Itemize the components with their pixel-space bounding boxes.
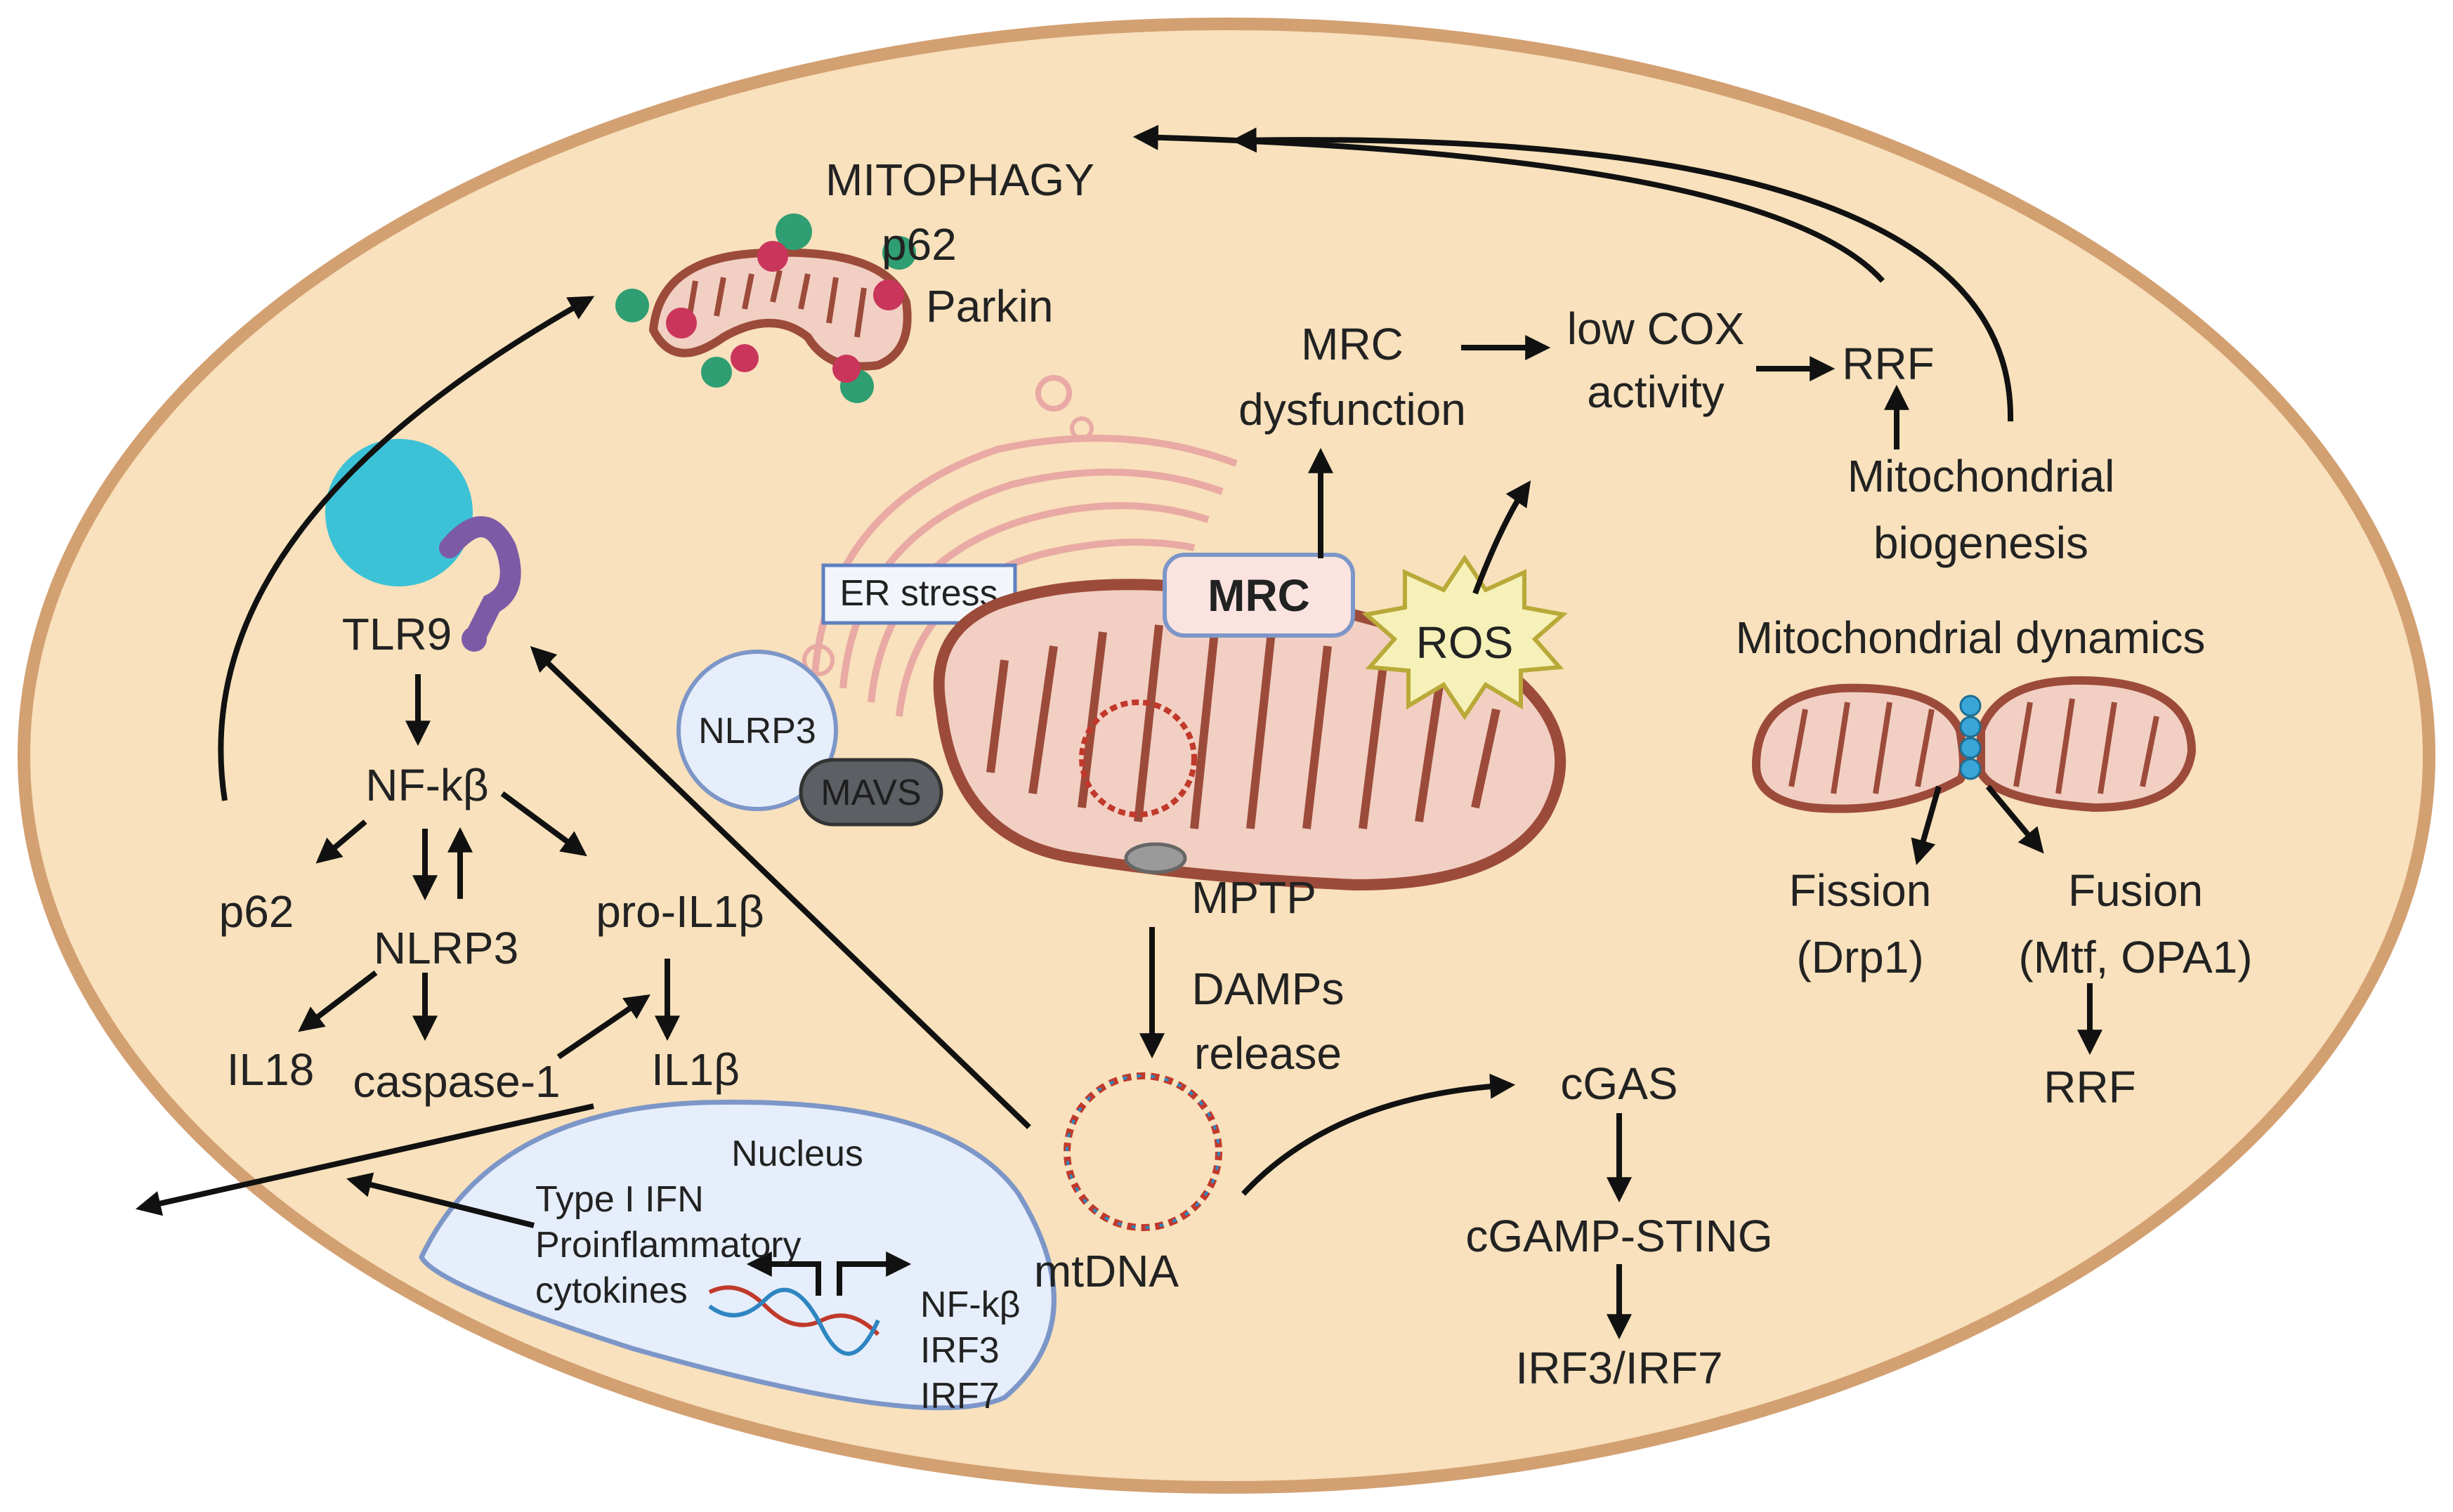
- nucleus-label: Nucleus: [731, 1133, 863, 1174]
- damps-label-2: release: [1194, 1028, 1342, 1079]
- tlr9-label: TLR9: [342, 609, 452, 659]
- proinflammatory-label-1: Proinflammatory: [535, 1225, 802, 1266]
- tlr9-receptor-tip: [462, 626, 487, 652]
- low-cox-label-2: activity: [1587, 367, 1725, 417]
- pro-il1b-label: pro-IL1β: [596, 886, 764, 937]
- arrows: [135, 124, 2102, 1340]
- rrf-bottom-label: RRF: [2043, 1062, 2136, 1112]
- low-cox-label-1: low COX: [1567, 303, 1745, 354]
- mito-biogenesis-label-1: Mitochondrial: [1847, 451, 2115, 501]
- mtdna-loop-in-mito: [1079, 699, 1197, 817]
- p62-top-label: p62: [882, 219, 957, 270]
- ros-starburst: [1361, 554, 1568, 721]
- dividing-mitochondria: [1751, 676, 2197, 813]
- mitophagy-mitochondrion: [615, 213, 916, 403]
- fusion-label-2: (Mtf, OPA1): [2018, 932, 2252, 982]
- cgamp-sting-label: cGAMP-STING: [1465, 1211, 1772, 1261]
- damps-label-1: DAMPs: [1192, 964, 1345, 1014]
- mavs-label: MAVS: [820, 773, 922, 813]
- er-stress-label: ER stress: [839, 573, 997, 614]
- nucleus-nfkb-label: NF-kβ: [920, 1284, 1021, 1325]
- mitophagy-label: MITOPHAGY: [825, 155, 1094, 205]
- mito-biogenesis-label-2: biogenesis: [1873, 518, 2088, 568]
- nucleus-irf7-label: IRF7: [920, 1376, 1000, 1416]
- nlrp3-inflammasome: [676, 650, 838, 811]
- il18-label: IL18: [227, 1044, 315, 1095]
- mito-dynamics-label: Mitochondrial dynamics: [1736, 612, 2206, 663]
- mrc-label: MRC: [1208, 570, 1310, 621]
- nucleus: [419, 1099, 1057, 1411]
- mptp-label: MPTP: [1191, 872, 1316, 923]
- nlrp3-circle-label: NLRP3: [698, 711, 816, 751]
- fusion-label-1: Fusion: [2068, 865, 2203, 916]
- type1-ifn-label: Type I IFN: [535, 1179, 704, 1220]
- mrc-dysfunction-label-2: dysfunction: [1238, 384, 1466, 435]
- fission-label-2: (Drp1): [1796, 932, 1923, 982]
- proinflammatory-label-2: cytokines: [535, 1270, 688, 1311]
- nfkb-label: NF-kβ: [365, 760, 488, 810]
- nuclear-dna: [708, 1285, 880, 1336]
- mavs-box: [799, 758, 943, 827]
- mrc-box: [1163, 553, 1355, 638]
- fission-label-1: Fission: [1789, 865, 1932, 916]
- tlr9-endosome: [325, 439, 473, 586]
- mtdna-label: mtDNA: [1034, 1246, 1179, 1296]
- il1b-label: IL1β: [651, 1044, 740, 1095]
- mptp-channel: [1124, 842, 1187, 874]
- nucleus-irf3-label: IRF3: [920, 1330, 1000, 1371]
- tlr9-receptor: [439, 516, 521, 643]
- ros-label: ROS: [1416, 617, 1514, 668]
- caspase1-label: caspase-1: [353, 1056, 560, 1107]
- mrc-dysfunction-label-1: MRC: [1301, 319, 1404, 369]
- irf3-irf7-label: IRF3/IRF7: [1515, 1343, 1722, 1393]
- rrf-top-label: RRF: [1842, 338, 1935, 389]
- p62-left-label: p62: [219, 886, 294, 937]
- parkin-label: Parkin: [926, 281, 1053, 331]
- nlrp3-label: NLRP3: [374, 923, 518, 973]
- cgas-label: cGAS: [1560, 1058, 1677, 1109]
